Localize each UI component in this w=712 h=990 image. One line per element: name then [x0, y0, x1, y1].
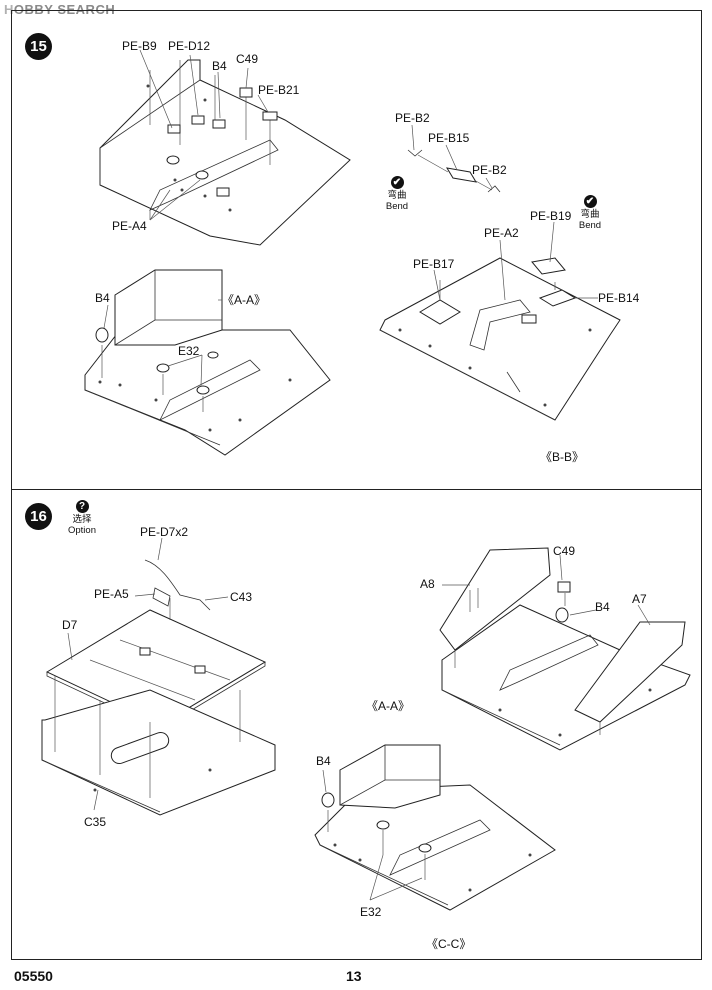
- hull-plate-16-left: [41, 559, 276, 816]
- label-pe-d12: PE-D12: [168, 39, 211, 53]
- label-view-cc: 《C-C》: [426, 937, 472, 951]
- watermark-text: OBBY SEARCH: [13, 2, 116, 17]
- label-c35: C35: [84, 815, 107, 829]
- watermark-logo: H: [4, 2, 14, 17]
- hull-plate-16-right: [439, 547, 691, 751]
- label-pe-a4: PE-A4: [112, 219, 147, 233]
- label-pe-b21: PE-B21: [258, 83, 300, 97]
- option-note-en: Option: [68, 525, 96, 536]
- label-pe-b2-top: PE-B2: [395, 111, 430, 125]
- bend-note-2: ✔ 弯曲 Bend: [573, 195, 607, 231]
- label-a8: A8: [420, 577, 435, 591]
- label-c43: C43: [230, 590, 253, 604]
- hull-plate-15-top: [99, 59, 351, 246]
- step-15-badge: 15: [25, 33, 52, 60]
- page-frame: [11, 10, 702, 960]
- label-b4-top: B4: [212, 59, 227, 73]
- label-e32-16: E32: [360, 905, 382, 919]
- bend-note-1-cn: 弯曲: [387, 190, 407, 201]
- label-pe-b17: PE-B17: [413, 257, 455, 271]
- label-a7: A7: [632, 592, 647, 606]
- label-pe-b9: PE-B9: [122, 39, 157, 53]
- label-pe-b14: PE-B14: [598, 291, 640, 305]
- hull-plate-16-cc: [314, 744, 556, 911]
- label-c49: C49: [236, 52, 259, 66]
- label-d7: D7: [62, 618, 78, 632]
- label-pe-b19: PE-B19: [530, 209, 572, 223]
- leader-lines: [67, 49, 651, 901]
- label-view-aa-16: 《A-A》: [366, 699, 411, 713]
- watermark: HOBBY SEARCH: [4, 2, 115, 17]
- label-pe-b15: PE-B15: [428, 131, 470, 145]
- bend-note-2-cn: 弯曲: [580, 209, 600, 220]
- bend-note-1: ✔ 弯曲 Bend: [380, 176, 414, 212]
- step-divider: [11, 489, 702, 490]
- label-b4-right: B4: [595, 600, 610, 614]
- page-number: 13: [346, 968, 362, 984]
- pe-bend-detail: [407, 149, 501, 193]
- label-view-bb: 《B-B》: [540, 450, 585, 464]
- label-e32-15: E32: [178, 344, 200, 358]
- option-note-cn: 选择: [72, 514, 92, 525]
- label-c49-16: C49: [553, 544, 576, 558]
- label-b4-left: B4: [316, 754, 331, 768]
- bend-note-2-en: Bend: [578, 220, 602, 231]
- bend-icon: ✔: [583, 195, 597, 208]
- bend-note-1-en: Bend: [385, 201, 409, 212]
- hull-plate-15-aa: [84, 269, 331, 456]
- label-b4-mid: B4: [95, 291, 110, 305]
- product-code: 05550: [14, 968, 53, 984]
- label-view-aa-15: 《A-A》: [222, 293, 267, 307]
- label-pe-d7x2: PE-D7x2: [140, 525, 189, 539]
- bend-icon: ✔: [390, 176, 404, 189]
- question-icon: ?: [75, 500, 89, 513]
- step-16-badge: 16: [25, 503, 52, 530]
- label-pe-a2: PE-A2: [484, 226, 519, 240]
- option-note: ? 选择 Option: [62, 500, 102, 536]
- label-pe-a5: PE-A5: [94, 587, 129, 601]
- label-pe-b2-bottom: PE-B2: [472, 163, 507, 177]
- hull-plate-15-bb: [379, 257, 621, 421]
